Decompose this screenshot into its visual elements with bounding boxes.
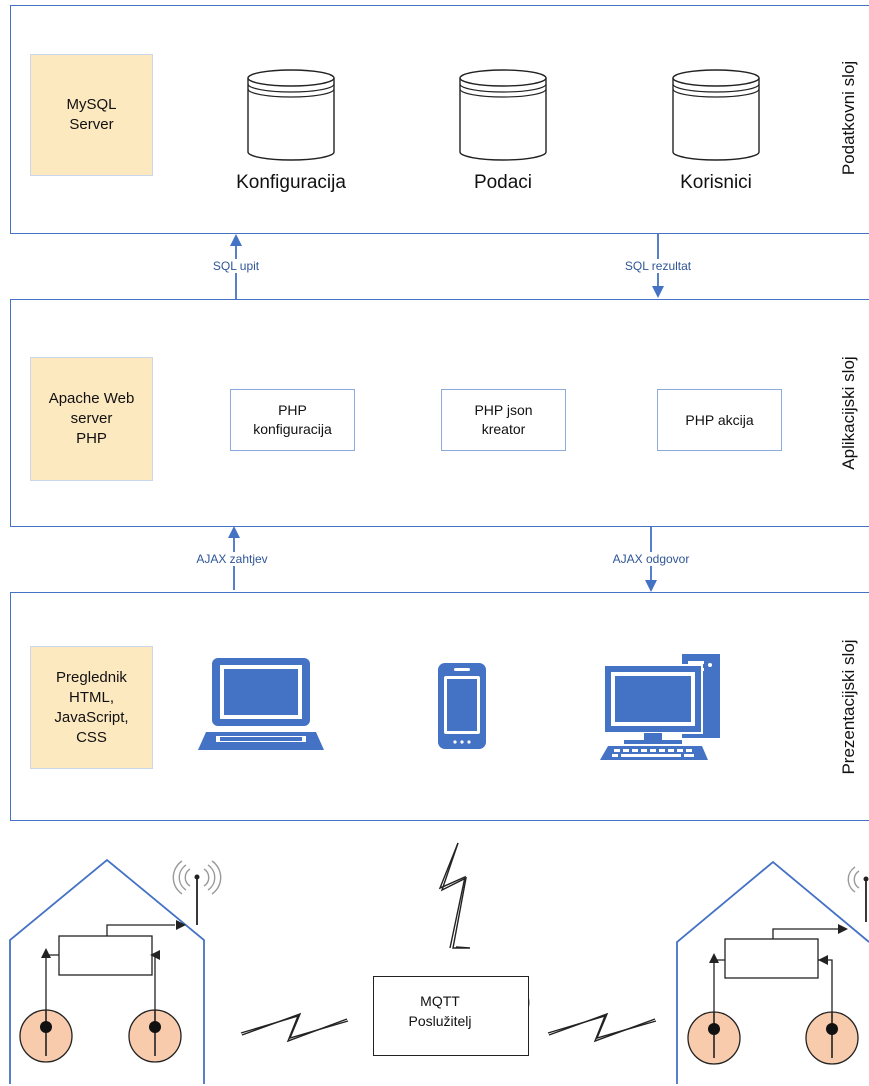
- mqtt-broker-box: MQTT Poslužitelj: [373, 976, 529, 1056]
- mysql-server-box: MySQL Server: [30, 54, 153, 176]
- database-icon-podaci: [459, 69, 547, 161]
- db-label-korisnici: Korisnici: [680, 172, 752, 193]
- browser-client-box: Preglednik HTML, JavaScript, CSS: [30, 646, 153, 769]
- smartphone-icon: [438, 663, 486, 749]
- mqtt-broker-label: MQTT Poslužitelj: [408, 993, 472, 1029]
- sql-request-label: SQL upit: [209, 259, 263, 273]
- ajax-request-label: AJAX zahtjev: [193, 552, 271, 566]
- php-json-kreator-box: PHP json kreator: [441, 389, 566, 451]
- laptop-icon: [198, 658, 324, 750]
- php-konfiguracija-box: PHP konfiguracija: [230, 389, 355, 451]
- sql-result-label: SQL rezultat: [621, 259, 695, 273]
- db-label-podaci: Podaci: [473, 172, 533, 193]
- desktop-computer-icon: [600, 654, 720, 760]
- apache-server-box: Apache Web server PHP: [30, 357, 153, 481]
- database-icon-konfiguracija: [247, 69, 335, 161]
- php-akcija-box: PHP akcija: [657, 389, 782, 451]
- db-label-konfiguracija: Konfiguracija: [236, 172, 346, 193]
- ajax-response-label: AJAX odgovor: [609, 552, 693, 566]
- database-icon-korisnici: [672, 69, 760, 161]
